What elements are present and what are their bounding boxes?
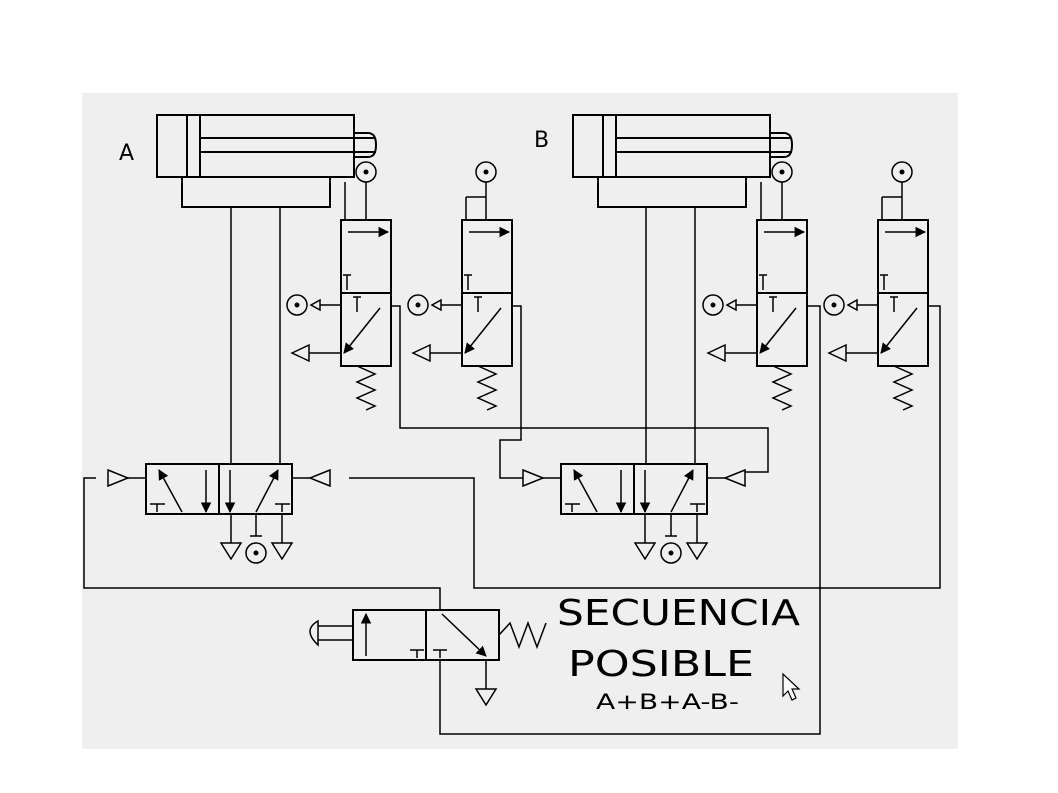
limit-valve-a1 <box>286 182 392 411</box>
title-line-2: POSIBLE <box>568 644 754 685</box>
title-line-1: SECUENCIA <box>557 593 800 634</box>
sequence-label: A+B+A-B- <box>596 690 739 714</box>
start-valve <box>309 609 547 706</box>
diagram-paper <box>82 93 958 749</box>
directional-valve-b <box>522 463 746 564</box>
limit-valve-a0 <box>407 161 513 411</box>
cylinder-a <box>156 114 378 208</box>
directional-valve-a <box>107 463 331 564</box>
cylinder-a-label: A <box>119 141 134 166</box>
limit-valve-b0 <box>823 161 929 411</box>
pneumatic-lines <box>83 207 941 735</box>
limit-valve-b1 <box>702 182 808 411</box>
mouse-pointer-icon <box>782 672 801 701</box>
cylinder-b-label: B <box>534 128 549 153</box>
cylinder-b <box>572 114 794 208</box>
